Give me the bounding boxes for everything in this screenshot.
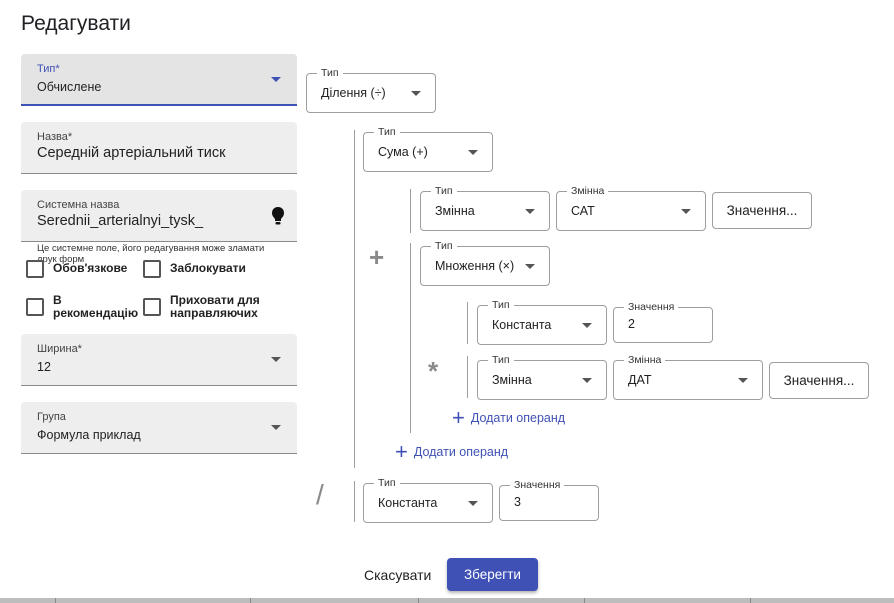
operand1-type-select[interactable]: Тип Змінна	[420, 184, 550, 231]
chevron-down-icon	[582, 378, 592, 383]
multiply-group-line-2	[467, 356, 468, 398]
operand4-type-select[interactable]: Тип Константа	[363, 476, 493, 523]
add-operand-outer-button[interactable]: + Додати операнд	[395, 439, 509, 464]
operand4-value: 3	[514, 495, 521, 509]
chevron-down-icon	[411, 91, 421, 96]
multiply-type-label: Тип	[431, 239, 457, 253]
operand3-variable-value: ДАТ	[628, 373, 652, 387]
sum-type-label: Тип	[374, 125, 400, 139]
chevron-down-icon	[681, 209, 691, 214]
chevron-down-icon	[525, 264, 535, 269]
divide-operator: /	[316, 479, 324, 510]
operand2-type-value: Константа	[492, 318, 552, 332]
root-type-label: Тип	[317, 66, 343, 80]
operand3-type-label: Тип	[488, 353, 514, 367]
width-select-value: 12	[37, 360, 51, 374]
hide-label: Приховати для направляючих	[170, 293, 260, 320]
operand4-value-label: Значення	[510, 478, 565, 492]
chevron-down-icon	[738, 378, 748, 383]
times-operator: *	[428, 356, 439, 386]
operand2-value: 2	[628, 317, 635, 331]
operand3-variable-label: Змінна	[624, 353, 666, 367]
system-name-value: Serednii_arterialnyi_tysk_	[37, 213, 204, 229]
cancel-button[interactable]: Скасувати	[364, 567, 432, 583]
recommend-label: В рекомендацію	[53, 293, 139, 320]
chevron-down-icon	[271, 425, 281, 430]
width-select-label: Ширина*	[37, 343, 82, 355]
multiply-type-value: Множення (×)	[435, 259, 515, 273]
root-type-value: Ділення (÷)	[321, 86, 386, 100]
operand2-type-select[interactable]: Тип Константа	[477, 298, 607, 345]
chevron-down-icon	[468, 150, 478, 155]
plus-icon: +	[395, 439, 408, 464]
lightbulb-icon[interactable]	[271, 206, 285, 231]
operand1-type-label: Тип	[431, 184, 457, 198]
operand2-value-field[interactable]: Значення 2	[613, 300, 713, 343]
group-select[interactable]: Група Формула приклад	[21, 402, 297, 454]
sum-group-line	[410, 189, 411, 233]
operand1-values-button[interactable]: Значення...	[712, 192, 812, 229]
recommend-checkbox[interactable]	[26, 298, 44, 316]
operand4-type-label: Тип	[374, 476, 400, 490]
root-type-select[interactable]: Тип Ділення (÷)	[306, 66, 436, 113]
hide-checkbox[interactable]	[143, 298, 161, 316]
required-label: Обов'язкове	[53, 261, 128, 275]
group-select-value: Формула приклад	[37, 428, 141, 442]
operand1-variable-value: САТ	[571, 204, 595, 218]
operand3-values-button[interactable]: Значення...	[769, 362, 869, 399]
name-field-label: Назва*	[37, 131, 73, 143]
background-table-edge	[0, 598, 894, 603]
root-group-line-2	[354, 481, 355, 522]
operand3-type-value: Змінна	[492, 373, 532, 387]
chevron-down-icon	[468, 501, 478, 506]
multiply-type-select[interactable]: Тип Множення (×)	[420, 239, 550, 286]
name-field[interactable]: Назва* Середній артеріальний тиск	[21, 122, 297, 174]
dialog-title: Редагувати	[21, 12, 131, 35]
system-name-hint: Це системне поле, його редагування може …	[37, 243, 265, 265]
chevron-down-icon	[582, 323, 592, 328]
group-select-label: Група	[37, 411, 66, 423]
operand1-variable-select[interactable]: Змінна САТ	[556, 184, 706, 231]
system-name-field[interactable]: Системна назва Serednii_arterialnyi_tysk…	[21, 190, 297, 242]
save-button[interactable]: Зберегти	[447, 558, 538, 591]
plus-operator: +	[369, 242, 385, 272]
width-select[interactable]: Ширина* 12	[21, 334, 297, 386]
type-select-value: Обчислене	[37, 80, 102, 94]
root-group-line	[354, 130, 355, 468]
system-name-label: Системна назва	[37, 199, 120, 211]
add-operand-outer-label: Додати операнд	[413, 445, 509, 459]
add-operand-inner-button[interactable]: + Додати операнд	[452, 405, 566, 430]
locked-checkbox[interactable]	[143, 260, 161, 278]
locked-label: Заблокувати	[170, 261, 246, 275]
operand3-type-select[interactable]: Тип Змінна	[477, 353, 607, 400]
add-operand-inner-label: Додати операнд	[470, 411, 566, 425]
operand2-type-label: Тип	[488, 298, 514, 312]
required-checkbox[interactable]	[26, 260, 44, 278]
sum-type-select[interactable]: Тип Сума (+)	[363, 125, 493, 172]
operand1-type-value: Змінна	[435, 204, 475, 218]
operand4-type-value: Константа	[378, 496, 438, 510]
operand1-variable-label: Змінна	[567, 184, 609, 198]
chevron-down-icon	[271, 357, 281, 362]
sum-group-line-2	[410, 243, 411, 433]
type-select-label: Тип*	[37, 63, 60, 75]
chevron-down-icon	[271, 77, 281, 82]
operand3-variable-select[interactable]: Змінна ДАТ	[613, 353, 763, 400]
chevron-down-icon	[525, 209, 535, 214]
sum-type-value: Сума (+)	[378, 145, 428, 159]
operand2-value-label: Значення	[624, 300, 679, 314]
multiply-group-line	[467, 302, 468, 344]
operand4-value-field[interactable]: Значення 3	[499, 478, 599, 521]
plus-icon: +	[452, 405, 465, 430]
name-field-value: Середній артеріальний тиск	[37, 145, 226, 161]
type-select[interactable]: Тип* Обчислене	[21, 54, 297, 106]
